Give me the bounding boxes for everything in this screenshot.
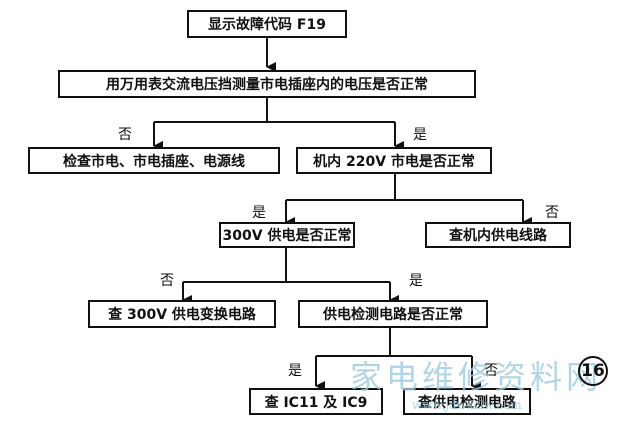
node-label: 查机内供电线路: [449, 228, 547, 244]
node-label: 机内 220V 市电是否正常: [313, 153, 475, 170]
node-check-300v-converter: 查 300V 供电变换电路: [88, 300, 276, 328]
node-check-ic11-ic9: 查 IC11 及 IC9: [249, 388, 383, 415]
figure-number-badge: 16: [578, 356, 608, 386]
node-label: 查 IC11 及 IC9: [264, 394, 368, 411]
branch-label-yes: 是: [413, 127, 427, 143]
node-label: 供电检测电路是否正常: [323, 307, 463, 323]
node-display-fault-code: 显示故障代码 F19: [187, 10, 347, 38]
node-check-internal-wiring: 查机内供电线路: [425, 222, 571, 248]
node-check-detect-circuit: 查供电检测电路: [403, 388, 531, 415]
branch-label-no: 否: [484, 363, 498, 379]
branch-label-no: 否: [118, 127, 132, 143]
branch-label-yes: 是: [252, 205, 266, 221]
node-label: 检查市电、市电插座、电源线: [63, 153, 245, 170]
branch-label-yes: 是: [409, 273, 423, 289]
branch-label-no: 否: [160, 273, 174, 289]
node-label: 查供电检测电路: [418, 394, 516, 411]
node-internal-220v-ok: 机内 220V 市电是否正常: [296, 147, 492, 174]
badge-number: 16: [581, 361, 605, 381]
watermark-url-text: www.jdwxzlw.com: [412, 398, 522, 412]
node-detect-circuit-ok: 供电检测电路是否正常: [298, 300, 488, 328]
watermark-text: 家电维修资料网: [350, 358, 603, 396]
node-label: 300V 供电是否正常: [222, 228, 352, 244]
branch-label-no: 否: [545, 205, 559, 221]
watermark-url: www.jdwxzlw.com: [412, 398, 522, 412]
branch-label-yes: 是: [288, 363, 302, 379]
node-label: 用万用表交流电压挡测量市电插座内的电压是否正常: [106, 77, 428, 93]
node-label: 显示故障代码 F19: [208, 17, 326, 33]
node-300v-supply-ok: 300V 供电是否正常: [219, 222, 355, 248]
node-label: 查 300V 供电变换电路: [108, 307, 256, 323]
node-check-mains-socket-cord: 检查市电、市电插座、电源线: [28, 147, 280, 174]
node-measure-socket-voltage: 用万用表交流电压挡测量市电插座内的电压是否正常: [58, 70, 476, 98]
watermark-logo: 家电维修资料网: [350, 352, 602, 398]
